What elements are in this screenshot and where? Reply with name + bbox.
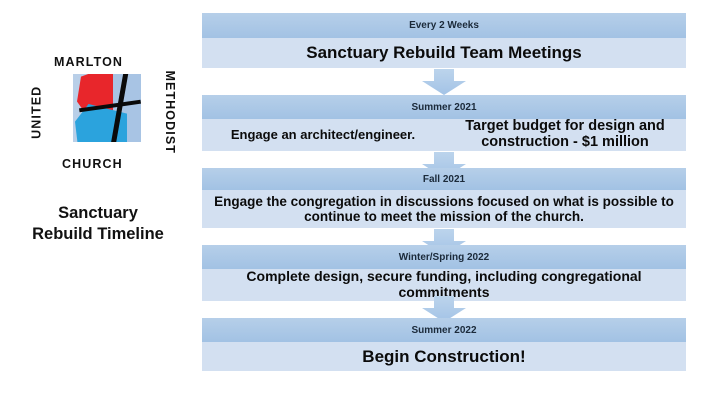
stage-body-text-right: Target budget for design and constructio…	[465, 118, 665, 150]
stage-header-label: Summer 2022	[202, 318, 686, 342]
down-arrow-icon	[420, 296, 468, 322]
page-title-line-2: Rebuild Timeline	[32, 224, 164, 243]
left-panel: MARLTON METHODIST CHURCH UNITED Sanctuar…	[0, 0, 196, 405]
stage-body-columns: Engage an architect/engineer. Target bud…	[202, 118, 686, 151]
stage-body: Sanctuary Rebuild Team Meetings	[202, 38, 686, 68]
logo-emblem-icon	[73, 74, 141, 142]
timeline-stage: Fall 2021 Engage the congregation in dis…	[202, 168, 686, 228]
stage-body: Engage the congregation in discussions f…	[202, 190, 686, 228]
timeline-stage: Every 2 Weeks Sanctuary Rebuild Team Mee…	[202, 13, 686, 68]
timeline-stage: Winter/Spring 2022 Complete design, secu…	[202, 245, 686, 301]
page-title-line-1: Sanctuary	[58, 204, 138, 222]
logo-word-church: CHURCH	[62, 157, 123, 171]
stage-body: Complete design, secure funding, includi…	[202, 268, 686, 301]
down-arrow-icon	[420, 152, 468, 178]
logo-word-methodist: METHODIST	[163, 70, 178, 155]
stage-body-text-left: Engage an architect/engineer.	[230, 126, 416, 142]
timeline-stage: Summer 2021 Engage an architect/engineer…	[202, 95, 686, 151]
down-arrow-icon	[420, 69, 468, 95]
marlton-methodist-church-logo: MARLTON METHODIST CHURCH UNITED	[26, 48, 178, 190]
stage-header-label: Fall 2021	[202, 168, 686, 190]
stage-body-text: Sanctuary Rebuild Team Meetings	[306, 43, 582, 63]
stage-body: Engage an architect/engineer. Target bud…	[202, 118, 686, 151]
stage-header-label: Every 2 Weeks	[202, 13, 686, 38]
stage-body-text: Begin Construction!	[362, 346, 526, 366]
stage-body-text: Engage the congregation in discussions f…	[214, 193, 674, 224]
down-arrow-icon	[420, 229, 468, 255]
stage-body: Begin Construction!	[202, 342, 686, 371]
timeline: Every 2 Weeks Sanctuary Rebuild Team Mee…	[202, 0, 686, 405]
timeline-stage: Summer 2022 Begin Construction!	[202, 318, 686, 371]
stage-body-text: Complete design, secure funding, includi…	[246, 268, 642, 300]
stage-header-label: Winter/Spring 2022	[202, 245, 686, 269]
stage-header-label: Summer 2021	[202, 95, 686, 119]
logo-word-marlton: MARLTON	[54, 55, 124, 69]
logo-word-united: UNITED	[29, 85, 44, 139]
page-title: Sanctuary Rebuild Timeline	[0, 203, 196, 244]
